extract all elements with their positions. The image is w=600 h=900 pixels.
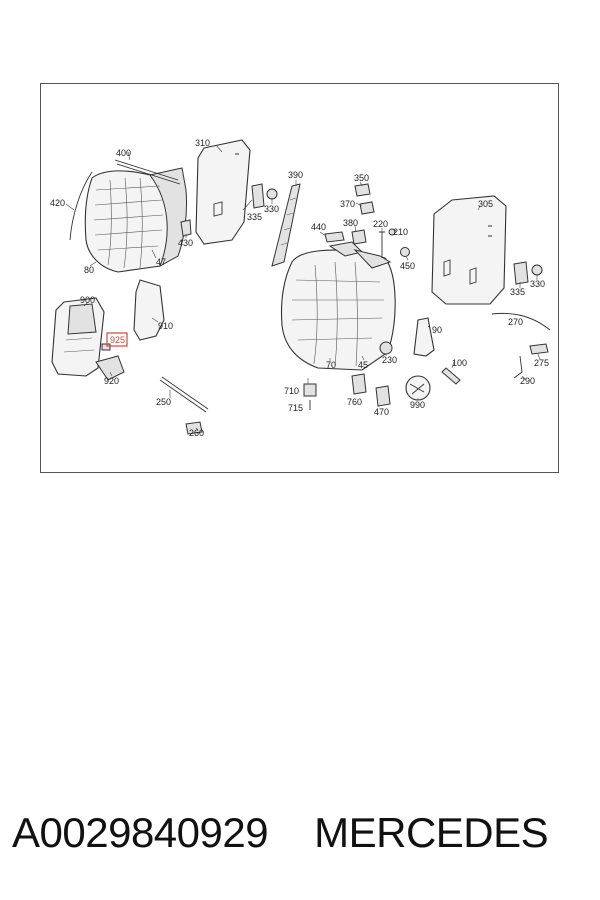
panel-310	[195, 139, 251, 245]
clip-350	[354, 183, 371, 197]
washer-450	[400, 247, 410, 257]
callout-470: 470	[374, 407, 389, 417]
callout-80: 80	[84, 265, 94, 275]
callout-305: 305	[478, 199, 493, 209]
hinge-920	[95, 355, 125, 381]
backrest-left	[84, 167, 187, 273]
callout-47: 47	[156, 257, 166, 267]
bracket-335-right	[513, 261, 529, 285]
callout-310: 310	[195, 138, 210, 148]
wire-420	[69, 171, 93, 241]
bracket-335-left	[251, 183, 265, 209]
callout-440: 440	[311, 222, 326, 232]
armrest-900	[51, 297, 105, 377]
callout-715: 715	[288, 403, 303, 413]
callout-380: 380	[343, 218, 358, 228]
cap-990	[405, 375, 431, 401]
callout-430: 430	[178, 238, 193, 248]
callout-330-right: 330	[530, 279, 545, 289]
product-caption: A0029840929 MERCEDES	[12, 803, 592, 863]
callout-45: 45	[358, 360, 368, 370]
callout-270: 270	[508, 317, 523, 327]
knob-230	[379, 341, 393, 355]
callout-335-left: 335	[247, 212, 262, 222]
callout-290: 290	[520, 376, 535, 386]
part-number-text: A0029840929	[12, 809, 269, 856]
cable-290	[513, 355, 523, 379]
nut-330-left	[266, 188, 278, 200]
panel-305	[431, 195, 507, 305]
bolt-260	[185, 421, 203, 435]
bracket-470	[375, 385, 391, 407]
callout-450: 450	[400, 261, 415, 271]
rod-400	[114, 159, 181, 185]
callout-100: 100	[452, 358, 467, 368]
callout-210: 210	[393, 227, 408, 237]
clip-370	[359, 201, 375, 215]
callout-710: 710	[284, 386, 299, 396]
pad-275	[529, 343, 549, 355]
latch-710	[303, 383, 317, 397]
callout-420: 420	[50, 198, 65, 208]
callout-400: 400	[116, 148, 131, 158]
callout-335-right: 335	[510, 287, 525, 297]
screw-925	[101, 343, 111, 351]
callout-330-left: 330	[264, 204, 279, 214]
cable-270	[491, 312, 551, 331]
clip-430	[180, 219, 192, 237]
callout-275: 275	[534, 358, 549, 368]
callout-925: 925	[110, 335, 125, 345]
callout-90: 90	[432, 325, 442, 335]
callout-900: 900	[80, 295, 95, 305]
trim-strip-390	[271, 183, 301, 267]
brand-text: MERCEDES	[314, 809, 549, 856]
callout-230: 230	[382, 355, 397, 365]
nut-330-right	[531, 264, 543, 276]
callout-925-highlight-box	[106, 332, 128, 347]
callout-70: 70	[326, 360, 336, 370]
callout-370: 370	[340, 199, 355, 209]
pin-100	[441, 367, 461, 385]
callout-760: 760	[347, 397, 362, 407]
callout-920: 920	[104, 376, 119, 386]
handle-90	[413, 317, 435, 357]
bracket-380	[351, 229, 367, 245]
callout-260: 260	[189, 428, 204, 438]
pad-440	[324, 231, 345, 243]
bracket-760	[351, 373, 367, 395]
callout-910: 910	[158, 321, 173, 331]
callout-350: 350	[354, 173, 369, 183]
callout-390: 390	[288, 170, 303, 180]
center-seat-back	[280, 241, 396, 371]
callout-250: 250	[156, 397, 171, 407]
nut-210	[388, 228, 396, 236]
callout-990: 990	[410, 400, 425, 410]
diagram-frame	[40, 83, 559, 473]
callout-220: 220	[373, 219, 388, 229]
rod-250	[159, 376, 209, 413]
cover-910	[133, 279, 165, 341]
bolt-220	[379, 231, 385, 258]
